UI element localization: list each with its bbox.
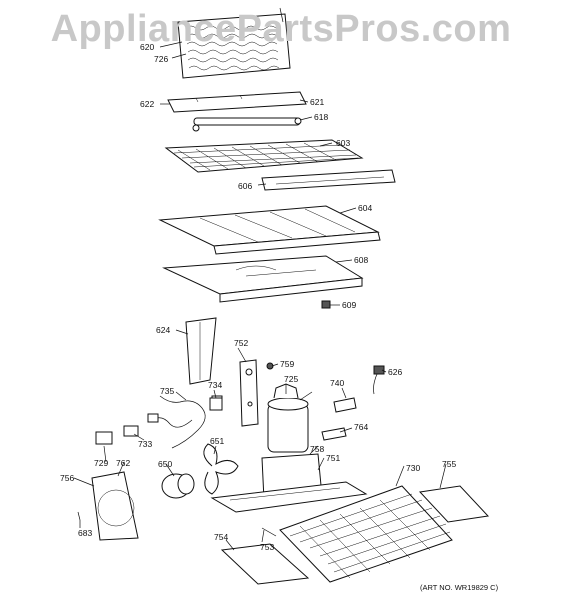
label-740: 740	[330, 378, 344, 388]
label-735: 735	[160, 386, 174, 396]
compressor-725[interactable]	[267, 383, 313, 453]
label-756: 756	[60, 473, 74, 483]
label-650: 650	[158, 459, 172, 469]
label-608: 608	[354, 255, 368, 265]
shelf-603[interactable]	[164, 139, 364, 173]
label-621: 621	[310, 97, 324, 107]
label-759: 759	[280, 359, 294, 369]
evaporator-coil-726[interactable]	[177, 7, 291, 79]
cover-755[interactable]	[418, 485, 490, 523]
label-752: 752	[234, 338, 248, 348]
cover-606[interactable]	[261, 169, 396, 191]
art-number: (ART NO. WR19829 C)	[420, 583, 499, 592]
condenser-730[interactable]	[279, 485, 453, 583]
relay-734[interactable]	[209, 397, 223, 411]
label-618: 618	[314, 112, 328, 122]
drip-pan-604[interactable]	[158, 205, 381, 255]
base-frame-751[interactable]	[210, 481, 368, 513]
label-726: 726	[154, 54, 168, 64]
label-620: 620	[140, 42, 154, 52]
part-729[interactable]	[95, 431, 113, 445]
leader-lines	[73, 41, 447, 551]
part-labels: 620 726 622 621 618 603 606 604 608 609 …	[60, 42, 499, 592]
drain-pan-608[interactable]	[162, 255, 364, 303]
shroud-756[interactable]	[91, 471, 139, 541]
label-626: 626	[388, 367, 402, 377]
screw-683[interactable]	[77, 511, 81, 521]
panel-754[interactable]	[220, 543, 310, 585]
label-651: 651	[210, 436, 224, 446]
label-604: 604	[358, 203, 372, 213]
label-754: 754	[214, 532, 228, 542]
label-603: 603	[336, 138, 350, 148]
fan-blade-651[interactable]	[203, 443, 239, 495]
label-734: 734	[208, 380, 222, 390]
label-762: 762	[116, 458, 130, 468]
duct-624[interactable]	[185, 317, 217, 385]
clip-609[interactable]	[321, 300, 331, 309]
overload-740[interactable]	[333, 397, 357, 413]
label-624: 624	[156, 325, 170, 335]
label-622: 622	[140, 99, 154, 109]
label-609: 609	[342, 300, 356, 310]
label-753: 753	[260, 542, 274, 552]
relay-764[interactable]	[321, 427, 347, 441]
cord-626[interactable]	[373, 365, 385, 395]
label-733: 733	[138, 439, 152, 449]
capacitor-733[interactable]	[123, 425, 139, 437]
label-683: 683	[78, 528, 92, 538]
label-725: 725	[284, 374, 298, 384]
fan-motor-650[interactable]	[161, 473, 195, 499]
label-751: 751	[326, 453, 340, 463]
label-730: 730	[406, 463, 420, 473]
bracket-752[interactable]	[239, 359, 259, 427]
label-764: 764	[354, 422, 368, 432]
label-729: 729	[94, 458, 108, 468]
screw-753[interactable]	[261, 527, 277, 537]
bracket-622[interactable]	[167, 91, 307, 113]
label-606: 606	[238, 181, 252, 191]
label-755: 755	[442, 459, 456, 469]
defrost-heater-618[interactable]	[192, 117, 302, 132]
label-758: 758	[310, 444, 324, 454]
